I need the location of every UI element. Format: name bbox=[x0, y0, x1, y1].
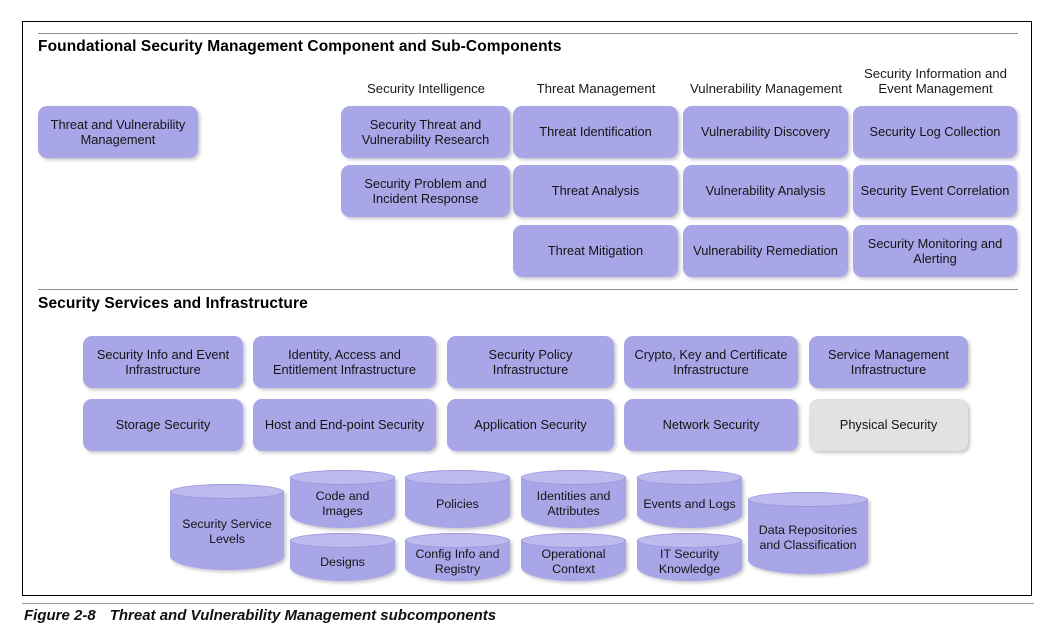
foundational-section-rule bbox=[38, 33, 1018, 34]
box-storage-security[interactable]: Storage Security bbox=[83, 399, 243, 451]
box-service-management-infrastructure[interactable]: Service Management Infrastructure bbox=[809, 336, 968, 388]
cylinder-label: Designs bbox=[320, 554, 365, 569]
box-threat-analysis[interactable]: Threat Analysis bbox=[513, 165, 678, 217]
cylinder-label: Code and Images bbox=[315, 489, 370, 518]
cylinder-designs[interactable]: Designs bbox=[290, 533, 395, 581]
cylinder-body bbox=[290, 477, 395, 528]
cylinder-it-security-knowledge[interactable]: IT Security Knowledge bbox=[637, 533, 742, 581]
cylinder-config-info-and-registry[interactable]: Config Info and Registry bbox=[405, 533, 510, 581]
box-vulnerability-remediation[interactable]: Vulnerability Remediation bbox=[683, 225, 848, 277]
column-header-threat-management: Threat Management bbox=[536, 81, 656, 96]
figure-caption: Figure 2-8 Threat and Vulnerability Manag… bbox=[24, 607, 496, 624]
cylinder-top-cap bbox=[637, 533, 742, 548]
cylinder-top-cap bbox=[405, 533, 510, 548]
box-threat-identification[interactable]: Threat Identification bbox=[513, 106, 678, 158]
box-application-security[interactable]: Application Security bbox=[447, 399, 614, 451]
cylinder-security-service-levels[interactable]: Security Service Levels bbox=[170, 484, 284, 570]
box-host-and-end-point-security[interactable]: Host and End-point Security bbox=[253, 399, 436, 451]
figure-caption-number: Figure 2-8 bbox=[24, 607, 96, 624]
cylinder-label: Identities and Attributes bbox=[536, 489, 611, 518]
cylinder-body bbox=[748, 499, 868, 574]
cylinder-top-cap bbox=[170, 484, 284, 499]
cylinder-code-and-images[interactable]: Code and Images bbox=[290, 470, 395, 528]
box-security-threat-and-vulnerability-research[interactable]: Security Threat and Vulnerability Resear… bbox=[341, 106, 510, 158]
column-header-security-information-and-event-management: Security Information and Event Managemen… bbox=[864, 66, 1007, 96]
cylinder-top-cap bbox=[405, 470, 510, 485]
cylinder-policies[interactable]: Policies bbox=[405, 470, 510, 528]
box-threat-and-vulnerability-management[interactable]: Threat and Vulnerability Management bbox=[38, 106, 198, 158]
foundational-section-title: Foundational Security Management Compone… bbox=[38, 38, 562, 55]
box-vulnerability-discovery[interactable]: Vulnerability Discovery bbox=[683, 106, 848, 158]
box-security-info-and-event-infrastructure[interactable]: Security Info and Event Infrastructure bbox=[83, 336, 243, 388]
box-threat-mitigation[interactable]: Threat Mitigation bbox=[513, 225, 678, 277]
box-security-event-correlation[interactable]: Security Event Correlation bbox=[853, 165, 1017, 217]
cylinder-label: Policies bbox=[436, 496, 479, 511]
cylinder-label: Config Info and Registry bbox=[415, 547, 500, 576]
box-security-policy-infrastructure[interactable]: Security Policy Infrastructure bbox=[447, 336, 614, 388]
box-identity-access-and-entitlement-infrastructure[interactable]: Identity, Access and Entitlement Infrast… bbox=[253, 336, 436, 388]
box-physical-security[interactable]: Physical Security bbox=[809, 399, 968, 451]
cylinder-label: Security Service Levels bbox=[182, 517, 272, 546]
column-header-vulnerability-management: Vulnerability Management bbox=[690, 81, 842, 96]
cylinder-top-cap bbox=[290, 533, 395, 548]
cylinder-events-and-logs[interactable]: Events and Logs bbox=[637, 470, 742, 528]
services-section-title: Security Services and Infrastructure bbox=[38, 295, 308, 312]
cylinder-identities-and-attributes[interactable]: Identities and Attributes bbox=[521, 470, 626, 528]
cylinder-body bbox=[405, 477, 510, 528]
box-network-security[interactable]: Network Security bbox=[624, 399, 798, 451]
cylinder-label: IT Security Knowledge bbox=[658, 547, 721, 576]
box-security-log-collection[interactable]: Security Log Collection bbox=[853, 106, 1017, 158]
figure-caption-text: Threat and Vulnerability Management subc… bbox=[109, 607, 497, 624]
cylinder-body bbox=[637, 477, 742, 528]
cylinder-operational-context[interactable]: Operational Context bbox=[521, 533, 626, 581]
box-crypto-key-and-certificate-infrastructure[interactable]: Crypto, Key and Certificate Infrastructu… bbox=[624, 336, 798, 388]
cylinder-body bbox=[170, 491, 284, 570]
box-vulnerability-analysis[interactable]: Vulnerability Analysis bbox=[683, 165, 848, 217]
box-security-problem-and-incident-response[interactable]: Security Problem and Incident Response bbox=[341, 165, 510, 217]
cylinder-body bbox=[521, 477, 626, 528]
cylinder-label: Data Repositories and Classification bbox=[758, 523, 858, 552]
cylinder-data-repositories-and-classification[interactable]: Data Repositories and Classification bbox=[748, 492, 868, 574]
cylinder-label: Operational Context bbox=[541, 547, 606, 576]
cylinder-top-cap bbox=[521, 470, 626, 485]
cylinder-top-cap bbox=[637, 470, 742, 485]
cylinder-top-cap bbox=[290, 470, 395, 485]
box-security-monitoring-and-alerting[interactable]: Security Monitoring and Alerting bbox=[853, 225, 1017, 277]
caption-rule bbox=[22, 603, 1034, 604]
cylinder-top-cap bbox=[748, 492, 868, 507]
services-section-rule bbox=[38, 289, 1018, 290]
cylinder-label: Events and Logs bbox=[643, 496, 736, 511]
cylinder-top-cap bbox=[521, 533, 626, 548]
column-header-security-intelligence: Security Intelligence bbox=[366, 81, 486, 96]
